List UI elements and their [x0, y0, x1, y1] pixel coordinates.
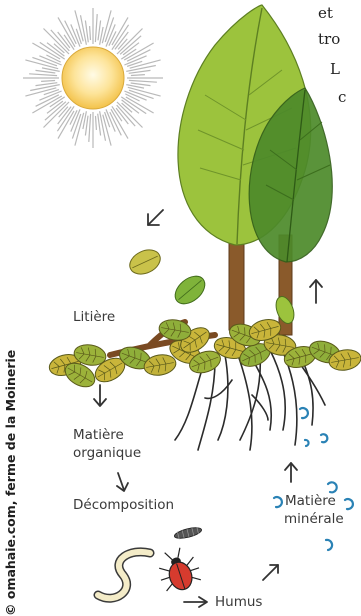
mineral-particle-icon	[274, 408, 353, 550]
falling-leaf-icon	[126, 245, 297, 326]
sun-icon	[23, 8, 163, 148]
mineral-matter-label-line1: Matière	[285, 493, 336, 510]
mineral-matter-label-line2: minérale	[284, 511, 344, 528]
woodlouse-icon	[173, 526, 202, 541]
litter-layer	[47, 316, 361, 391]
organic-matter-label-line2: organique	[73, 445, 141, 462]
earthworm-icon	[98, 552, 150, 598]
organic-matter-label-line1: Matière	[73, 427, 124, 444]
humus-label: Humus	[215, 594, 262, 611]
beetle-icon	[153, 544, 204, 595]
copyright-credit: © omahaie.com, ferme de la Moinerie	[3, 350, 18, 616]
litter-label: Litière	[73, 309, 115, 326]
decomposition-label: Décomposition	[73, 497, 174, 514]
